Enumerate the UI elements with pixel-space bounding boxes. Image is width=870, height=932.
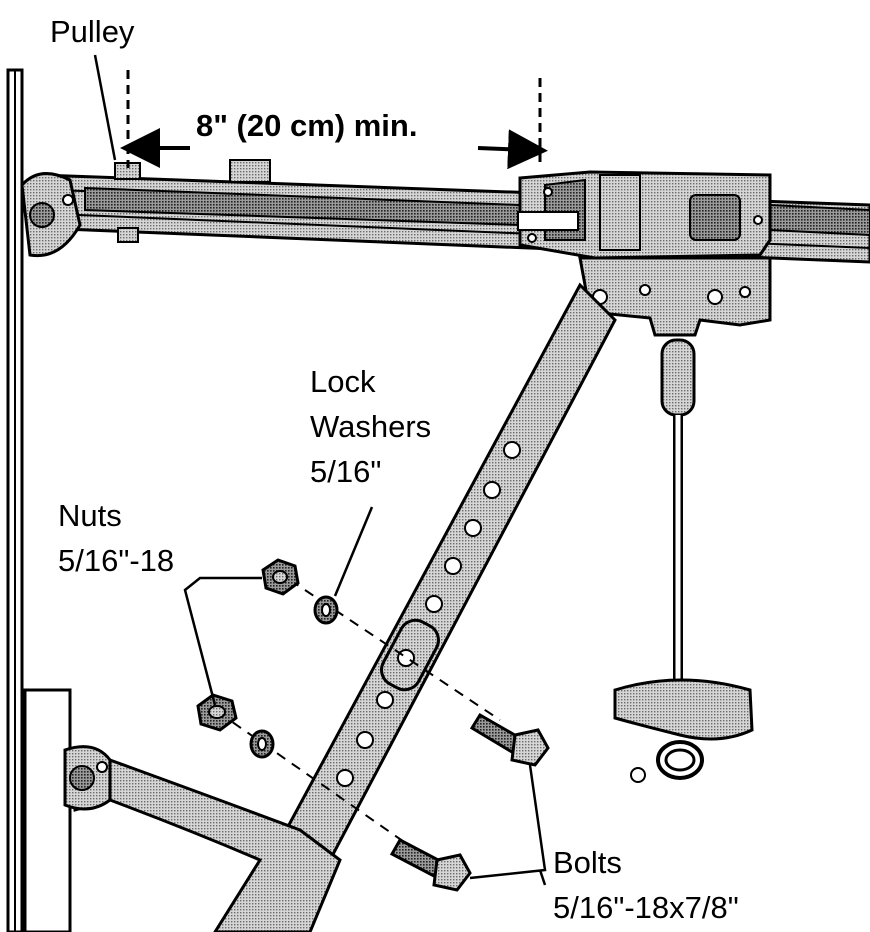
dimension-marker [120, 70, 548, 170]
bolts-label-line1: Bolts [553, 845, 622, 880]
door-edge [6, 68, 24, 932]
bolts-label-line2: 5/16"-18x7/8" [553, 890, 739, 925]
pulley-label: Pulley [50, 14, 135, 49]
distance-label: 8" (20 cm) min. [196, 108, 417, 143]
lock-washers-label-line3: 5/16" [310, 454, 381, 489]
nuts-label-line1: Nuts [58, 498, 122, 533]
bolt-lower [389, 838, 472, 892]
lock-washers-leader [333, 506, 374, 597]
nuts-leader [183, 576, 262, 706]
nut-upper [261, 558, 300, 596]
lock-washers-label-line1: Lock [310, 364, 376, 399]
curved-door-arm [23, 688, 342, 932]
lock-washer-upper [313, 595, 339, 625]
emergency-release [613, 338, 754, 783]
bolts-leader [469, 764, 547, 886]
leader-lines [93, 54, 547, 886]
pulley-leader [93, 54, 117, 161]
nuts-label-line2: 5/16"-18 [58, 543, 174, 578]
lock-washer-lower [249, 729, 275, 759]
bolt-upper [469, 712, 550, 767]
trolley [517, 170, 772, 337]
lock-washers-label-line2: Washers [310, 409, 431, 444]
hardware [196, 558, 550, 892]
nut-lower [196, 693, 238, 732]
